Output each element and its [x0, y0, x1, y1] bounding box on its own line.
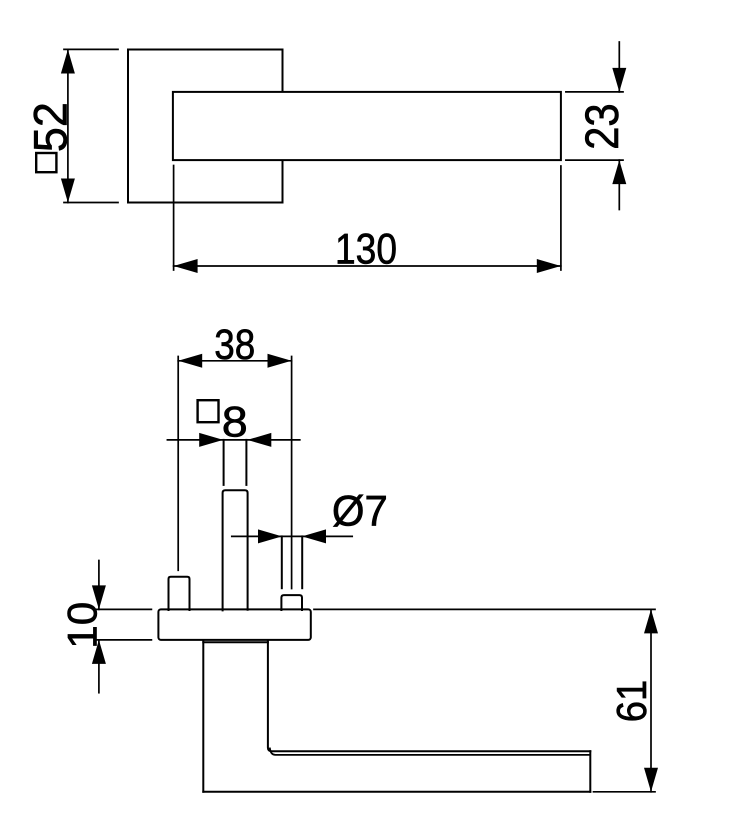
svg-text:23: 23	[575, 103, 628, 150]
svg-text:38: 38	[214, 322, 255, 369]
svg-text:10: 10	[59, 602, 106, 649]
svg-text:61: 61	[608, 680, 655, 723]
svg-text:130: 130	[335, 225, 397, 273]
svg-text:8: 8	[222, 399, 248, 447]
svg-text:Ø7: Ø7	[332, 488, 388, 536]
svg-text:52: 52	[24, 102, 77, 152]
